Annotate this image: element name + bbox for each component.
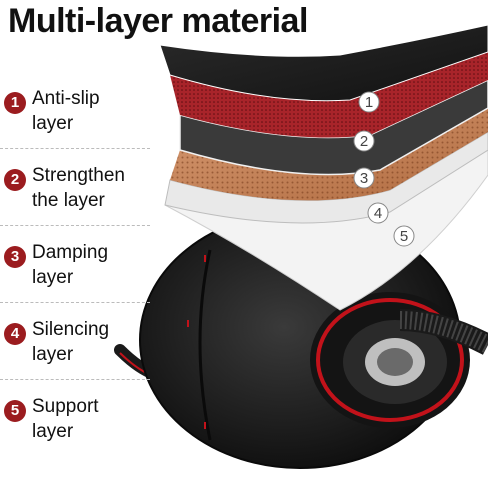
legend-item-anti-slip: 1 Anti-slip layer [0, 72, 150, 149]
marker-2-text: 2 [360, 133, 368, 150]
marker-5-text: 5 [400, 228, 408, 245]
legend-label-line1: Support [32, 396, 99, 417]
legend-label: Support layer [32, 394, 99, 444]
legend-label-line2: layer [32, 267, 74, 288]
marker-3 [353, 167, 375, 189]
ab-wheel [114, 211, 488, 469]
page-title: Multi-layer material [8, 2, 308, 40]
legend-label: Silencing layer [32, 317, 109, 367]
marker-3-text: 3 [360, 170, 368, 187]
number-badge: 1 [4, 92, 26, 114]
marker-5 [393, 225, 415, 247]
number-badge: 4 [4, 323, 26, 345]
layer-legend: 1 Anti-slip layer 2 Strengthen the layer… [0, 72, 150, 456]
legend-label-line1: Anti-slip [32, 88, 100, 109]
number-badge: 3 [4, 246, 26, 268]
legend-label-line1: Silencing [32, 319, 110, 340]
legend-item-support: 5 Support layer [0, 380, 150, 456]
legend-label-line2: layer [32, 421, 74, 442]
legend-item-damping: 3 Damping layer [0, 226, 150, 303]
marker-1-text: 1 [365, 94, 373, 111]
legend-label: Strengthen the layer [32, 163, 125, 213]
legend-item-strengthen: 2 Strengthen the layer [0, 149, 150, 226]
legend-label-line1: Strengthen [32, 165, 125, 186]
layer-markers: 1 2 3 4 5 [353, 91, 415, 247]
legend-label: Damping layer [32, 240, 108, 290]
layer-stack [159, 24, 488, 311]
number-badge: 2 [4, 169, 26, 191]
marker-4 [367, 202, 389, 224]
number-badge: 5 [4, 400, 26, 422]
marker-2 [353, 130, 375, 152]
legend-label-line1: Damping [32, 242, 109, 263]
marker-1 [358, 91, 380, 113]
legend-label-line2: the layer [32, 190, 105, 211]
legend-label: Anti-slip layer [32, 86, 100, 136]
legend-label-line2: layer [32, 344, 74, 365]
legend-label-line2: layer [32, 113, 74, 134]
legend-item-silencing: 4 Silencing layer [0, 303, 150, 380]
marker-4-text: 4 [374, 205, 382, 222]
